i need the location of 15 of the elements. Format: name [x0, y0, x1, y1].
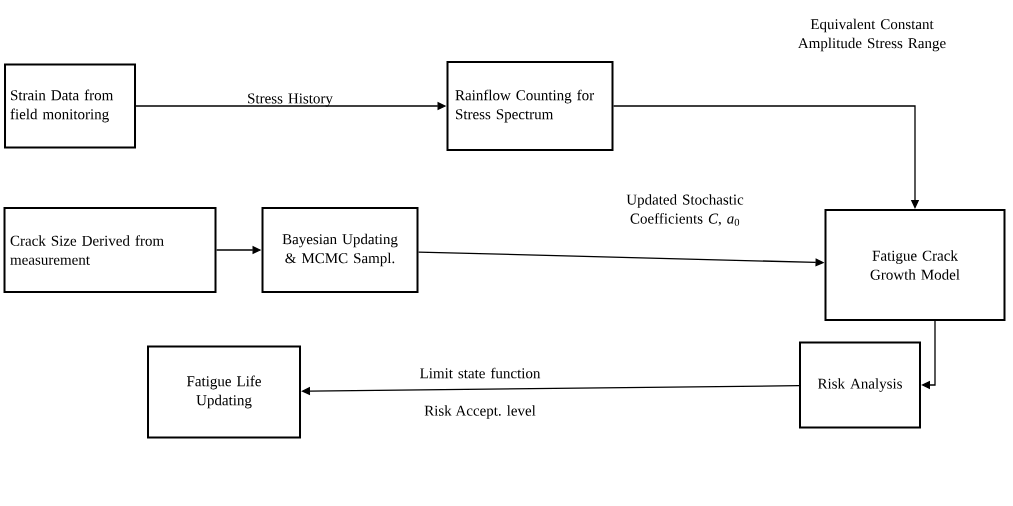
arrow: [612, 105, 920, 209]
process-box: Crack Size Derived from measurement: [3, 207, 217, 293]
arrow: [921, 320, 936, 390]
process-box: Risk Analysis: [799, 341, 921, 429]
note-label: Risk Accept. level: [424, 405, 536, 419]
edge-label: Limit state function: [420, 367, 541, 379]
process-box: Bayesian Updating & MCMC Sampl.: [261, 207, 419, 293]
process-box: Fatigue Life Updating: [147, 345, 301, 439]
edge-label: Updated Stochastic Coefficients C, a$_{0}$: [626, 194, 744, 226]
process-box: Rainflow Counting for Stress Spectrum: [446, 61, 614, 151]
edge-label: Equivalent Constant Amplitude Stress Range: [798, 18, 946, 52]
process-box: Strain Data from field monitoring: [4, 63, 136, 149]
process-box: Fatigue Crack Growth Model: [824, 209, 1006, 321]
arrow: [301, 385, 800, 396]
edge-label: Stress History: [248, 93, 333, 107]
